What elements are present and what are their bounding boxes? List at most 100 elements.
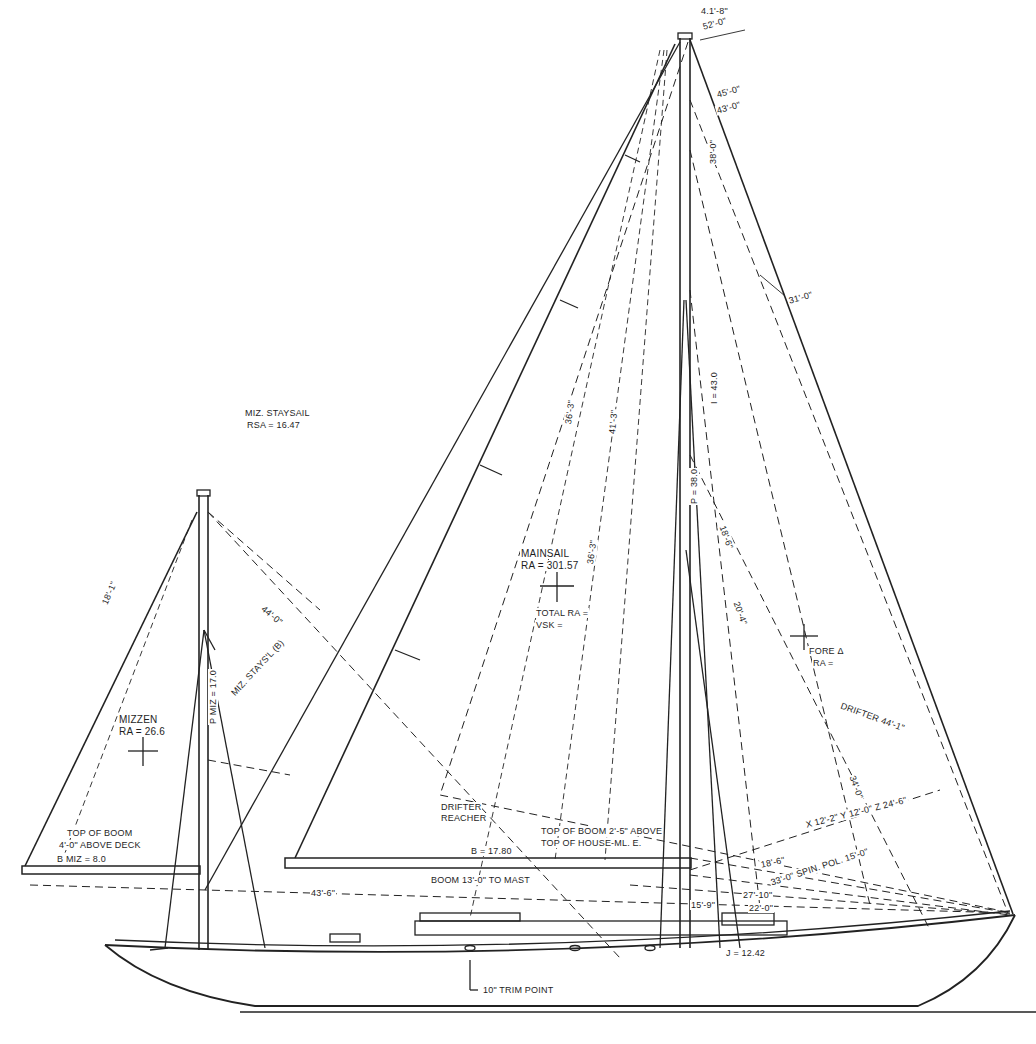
dimension-label: DRIFTER 44'-1" [838, 700, 906, 733]
sheer-line [105, 915, 1015, 952]
dimension-label: 22'-0" [748, 903, 774, 913]
dimension-label: FORE Δ [808, 646, 845, 656]
dimension-label: MIZZEN [118, 714, 158, 725]
dimension-label: BOOM 13'-0" TO MAST [430, 875, 531, 885]
batten [625, 155, 640, 162]
centre-mark [556, 572, 557, 602]
dimension-label: P MIZ = 17.0 [208, 669, 218, 725]
dimension-label: B MIZ = 8.0 [56, 854, 107, 864]
dimension-label: 4.1'-8" [700, 6, 729, 16]
dimension-label: I = 43.0 [709, 371, 719, 405]
dimension-line [470, 50, 660, 918]
dimension-label: RA = 26.6 [118, 726, 166, 737]
keel-line [255, 1005, 918, 1006]
dimension-label: 27'-10" [742, 890, 773, 900]
base-line [240, 1011, 1036, 1013]
shroud [660, 300, 684, 948]
mizzen-sheet [208, 760, 290, 775]
dimension-label: 43'-6" [310, 888, 336, 898]
shroud [686, 300, 720, 948]
porthole [465, 946, 475, 951]
dimension-label: 44'-0" [259, 603, 285, 627]
dimension-label: DRIFTER [440, 802, 482, 812]
headsail-foot [690, 875, 1010, 915]
porthole [570, 946, 580, 951]
dimension-label: VSK = [535, 620, 564, 630]
dimension-label: 15'-9" [690, 900, 716, 910]
main-mast [679, 38, 681, 948]
deckhouse [415, 921, 787, 935]
mizzen-shroud [165, 630, 204, 948]
porthole [645, 946, 655, 951]
batten [480, 465, 502, 475]
forestay [690, 40, 1013, 914]
dimension-label: P = 38.0 [689, 468, 699, 505]
dimension-label: TOTAL RA = [535, 608, 589, 618]
trim-point-leader [469, 960, 470, 990]
mizzen-boom [22, 866, 200, 874]
dimension-line [605, 50, 667, 860]
mizzen-shroud [204, 630, 215, 650]
mizzen-masthead [197, 490, 210, 496]
dimension-label: 20'-4" [731, 599, 749, 627]
headsail-line [690, 290, 760, 908]
mizzen-dimension [60, 520, 192, 866]
mizzen-staysail [208, 512, 620, 958]
dimension-label: RA = [812, 658, 835, 668]
spinnaker-pole [690, 790, 940, 870]
mizzen-mast [198, 495, 200, 950]
dimension-label: 18'-6" [717, 523, 735, 551]
dimension-label: RSA = 16.47 [246, 420, 301, 430]
dimension-label: 41'-3" [607, 409, 619, 436]
shroud [686, 550, 740, 948]
dimension-label: 38'-0" [708, 139, 718, 165]
hull-profile [105, 915, 1015, 1006]
mizzen-staysail-foot [30, 885, 1010, 913]
deckhouse-top [420, 913, 520, 921]
masthead [678, 33, 692, 39]
mizzen-shroud [204, 630, 265, 948]
dimension-label: 4'-0" ABOVE DECK [58, 840, 142, 850]
dimension-label: 10" TRIM POINT [482, 985, 554, 995]
dimension-line [700, 30, 745, 40]
dimension-label: 36'-3" [563, 398, 577, 425]
dimension-label: TOP OF HOUSE-ML. E. [540, 838, 642, 848]
cockpit-winch [330, 934, 360, 942]
dimension-label: 31'-0" [787, 289, 815, 305]
dimension-label: TOP OF BOOM 2'-5" ABOVE [540, 826, 663, 836]
dimension-label: 34'-0" [847, 773, 865, 801]
bulwark-line [115, 911, 1010, 946]
dimension-label: 33'-0" SPIN. POL. 15'-0" [768, 846, 870, 888]
leader-line [760, 275, 785, 296]
dimension-label: J = 12.42 [725, 948, 766, 958]
dimension-label: 18'-1" [99, 579, 119, 607]
mizzen-leech [25, 512, 197, 866]
rudder-post [150, 948, 168, 950]
centre-mark [803, 624, 804, 650]
dimension-label: MIZ. STAYS'L (B) [228, 637, 286, 699]
drifter-outline [440, 42, 1012, 913]
dimension-label: 36'-3" [585, 538, 599, 565]
dimension-label: TOP OF BOOM [66, 828, 133, 838]
dimension-label: REACHER [440, 813, 487, 823]
hatch [722, 913, 774, 925]
dimension-label: 18'-6" [759, 855, 787, 870]
dimension-label: B = 17.80 [470, 846, 513, 856]
mainsail-leech [295, 44, 675, 858]
headsail-line [690, 150, 870, 905]
main-boom [285, 858, 691, 868]
centre-mark [142, 737, 143, 766]
dimension-label: 52'-0" [701, 15, 729, 31]
headsail-line [690, 100, 1008, 913]
batten [560, 300, 578, 308]
mizzen-staysail [208, 512, 320, 610]
dimension-label: 43'-0" [715, 99, 743, 115]
dimension-label: RA = 301.57 [520, 560, 580, 571]
dimension-label: 45'-0" [715, 83, 743, 99]
dimension-label: MAINSAIL [520, 548, 570, 559]
headsail-foot [630, 885, 1010, 914]
trim-point-leader [470, 989, 478, 990]
backstay [205, 42, 680, 890]
dimension-label: MIZ. STAYSAIL [244, 408, 311, 418]
